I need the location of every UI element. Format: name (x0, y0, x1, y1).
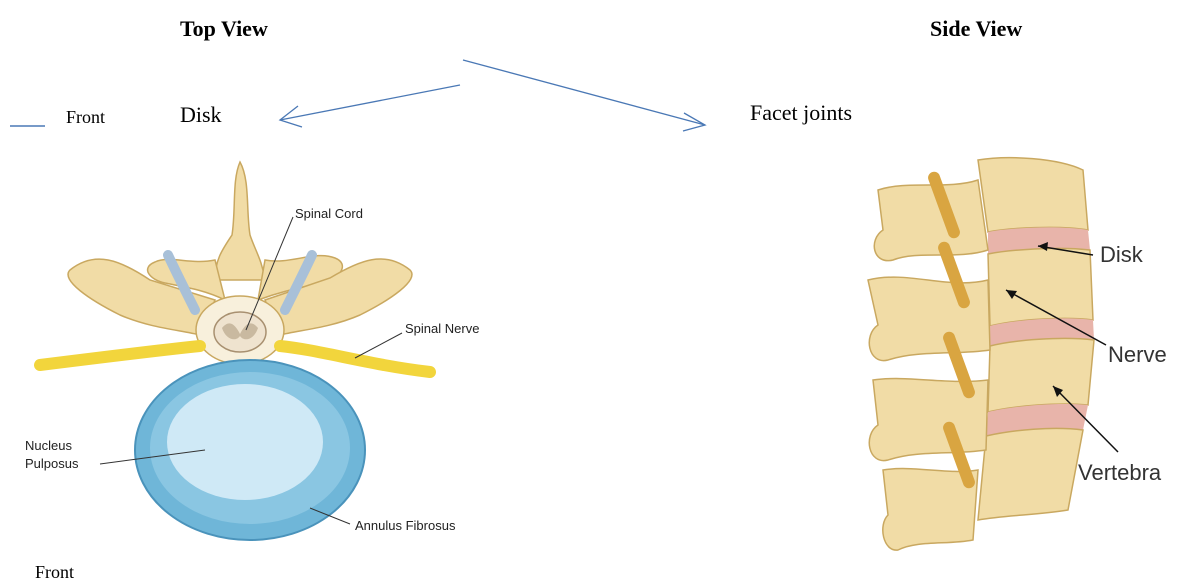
side-view-spine-illustration: Disk Nerve Vertebra (838, 150, 1198, 570)
right-spinal-nerve (280, 346, 430, 372)
spinal-nerve-label: Spinal Nerve (405, 321, 479, 336)
side-vertebra-label: Vertebra (1078, 460, 1162, 485)
vertebral-body-3 (988, 338, 1094, 412)
nucleus-pulposus (167, 384, 323, 500)
annulus-label: Annulus Fibrosus (355, 518, 456, 533)
nucleus-label-line2: Pulposus (25, 456, 79, 471)
spinal-cord-label: Spinal Cord (295, 206, 363, 221)
posterior-elements (868, 180, 990, 550)
nucleus-label-line1: Nucleus (25, 438, 72, 453)
side-disk-label: Disk (1100, 242, 1144, 267)
side-nerve-label: Nerve (1108, 342, 1167, 367)
top-view-vertebra-illustration: Spinal Cord Spinal Nerve Nucleus Pulposu… (0, 150, 520, 550)
leader-spinal-nerve (355, 333, 402, 358)
vertebral-body-4 (978, 428, 1083, 520)
vertebral-body-1 (978, 158, 1088, 232)
vertebral-body-2 (988, 248, 1093, 326)
facet-arrow-shaft (463, 60, 705, 125)
left-spinal-nerve (40, 346, 200, 365)
spinal-cord (214, 312, 266, 352)
spinous-process (215, 162, 265, 280)
disk-arrow-shaft (280, 85, 460, 120)
